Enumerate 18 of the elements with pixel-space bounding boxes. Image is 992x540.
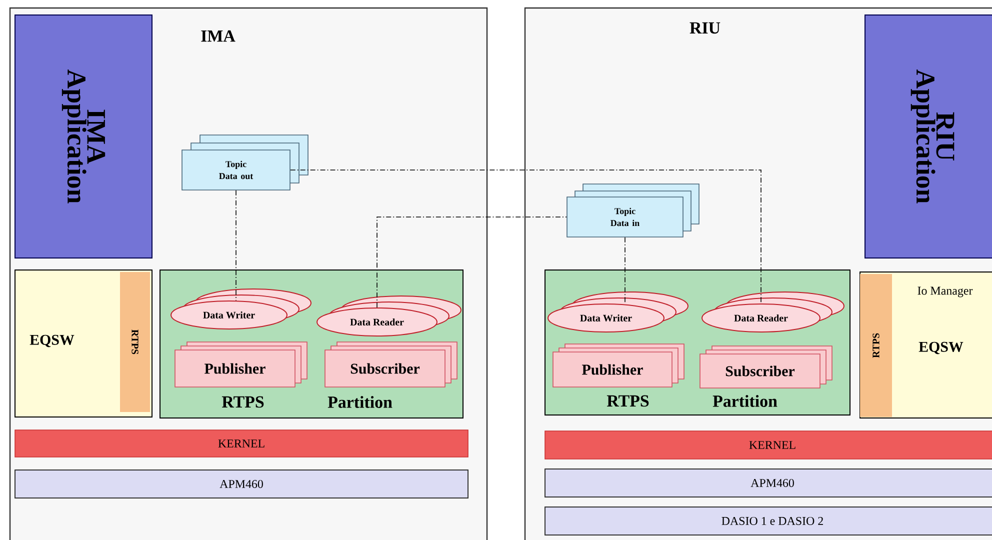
topic-box: Topic Data in: [566, 184, 700, 238]
entity-box: Subscriber: [324, 342, 458, 388]
entity-box: Publisher: [552, 344, 684, 388]
application-box: RIU Application: [864, 14, 992, 258]
kernel-bar: KERNEL: [544, 430, 992, 460]
connector-line: [376, 216, 567, 308]
entity-box: Subscriber: [700, 346, 832, 388]
connector-line: [290, 170, 762, 304]
application-box: IMA Application: [14, 14, 152, 258]
connector-line: [624, 236, 626, 304]
topic-box: Topic Data out: [182, 134, 308, 190]
hardware-bar: APM460: [544, 468, 992, 498]
kernel-bar: KERNEL: [14, 430, 468, 458]
rtps-strip: RTPS: [860, 274, 892, 417]
hardware-bar: APM460: [14, 469, 468, 498]
rtps-strip: RTPS: [120, 272, 150, 412]
entity-box: Publisher: [174, 342, 308, 388]
hardware-bar: DASIO 1 e DASIO 2: [544, 506, 992, 536]
